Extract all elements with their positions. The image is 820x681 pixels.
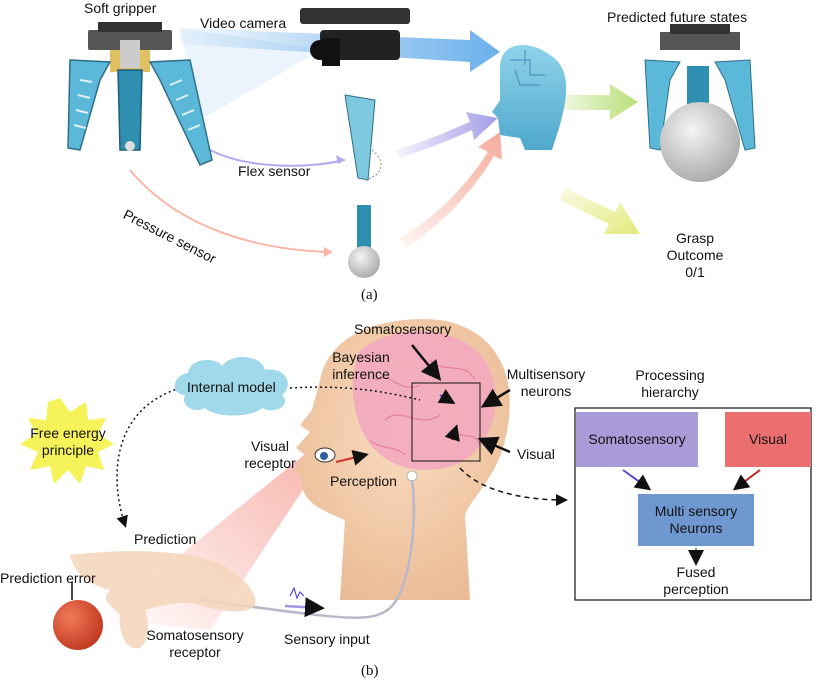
hand-illustration [70,551,256,649]
camera-beam [180,28,325,120]
outcome-arrow [560,188,640,234]
video-camera-illustration [300,8,410,66]
flex-sensor-line [209,149,346,167]
prediction-label: Prediction [134,531,197,547]
visual-box-label: Visual [749,431,787,447]
perception-label: Perception [330,473,397,489]
nerve-path [199,479,416,619]
flex-arrow [395,112,498,158]
visual-receptor-label: Visual receptor [244,438,296,471]
visual-box [725,412,811,467]
caption-a: (a) [361,287,378,303]
caption-b: (b) [361,663,379,679]
video-camera-label: Video camera [200,15,287,31]
ai-head-illustration [492,45,567,150]
red-ball [53,600,103,650]
internal-model-cloud [174,356,288,416]
grasp-outcome-label: Grasp Outcome 0/1 [666,230,724,280]
predicted-gripper-illustration [644,24,756,182]
predicted-future-states-label: Predicted future states [607,9,748,25]
somatosensory-receptor-label: Somatosensory receptor [146,627,244,660]
free-energy-principle-label: Free energy principle [30,425,106,458]
processing-hierarchy-title: Processing hierarchy [635,367,705,400]
soft-gripper-label: Soft gripper [84,0,157,16]
pressure-sensor-line [129,169,331,253]
free-energy-star [20,398,114,484]
bayesian-inference-label: Bayesian inference [332,349,390,382]
multi-sensory-neurons-label: Multi sensory Neurons [654,503,738,536]
soft-gripper-illustration [67,22,213,166]
multisensory-neurons-label: Multisensory neurons [506,366,586,399]
flex-sensor-illustration [344,94,382,181]
internal-model-label: Internal model [187,379,276,395]
somatosensory-box-label: Somatosensory [588,431,686,447]
fused-perception-label: Fused perception [663,564,729,597]
pressure-arrow [400,132,502,248]
somatosensory-box [576,412,698,467]
pressure-sensor-illustration [348,205,380,278]
human-head-illustration [199,319,510,619]
visual-label: Visual [517,446,555,462]
prediction-arrow [560,84,638,120]
brain-selection-box [411,382,481,462]
sensory-input-label: Sensory input [284,631,370,647]
flex-sensor-label: Flex sensor [238,163,311,179]
multi-sensory-box [638,494,754,546]
prediction-error-label: Prediction error [0,570,96,586]
somatosensory-top-label: Somatosensory [354,321,452,337]
